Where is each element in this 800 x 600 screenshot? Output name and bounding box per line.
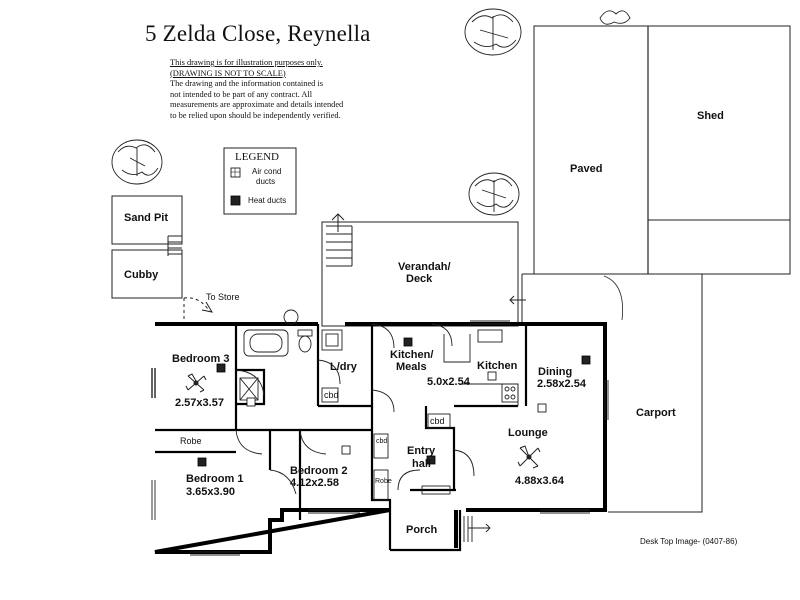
bedroom2-dim: 4.12x2.58	[290, 477, 339, 489]
heat-duct-icon	[216, 363, 226, 373]
laundry-tub-icon	[321, 329, 343, 351]
lounge-dim: 4.88x3.64	[515, 475, 564, 487]
to-store-label: To Store	[206, 292, 240, 302]
hws-icon	[283, 309, 299, 325]
dining-label: Dining	[538, 366, 573, 378]
entry-hall-label: Entry	[407, 445, 436, 457]
heat-duct-icon	[230, 195, 241, 206]
sandpit-outline	[111, 195, 183, 245]
tree-icon	[468, 172, 520, 216]
lounge-label: Lounge	[508, 427, 548, 439]
aircon-duct-icon	[230, 167, 241, 178]
kitchen-meals-dim: 5.0x2.54	[427, 376, 470, 388]
tree-icon	[111, 139, 163, 185]
cubby-label: Cubby	[124, 269, 159, 281]
aircon-duct-icon	[246, 397, 256, 407]
sandpit-label: Sand Pit	[124, 212, 169, 224]
heat-duct-icon	[581, 355, 591, 365]
paved-outline	[533, 25, 791, 275]
heat-duct-icon	[197, 457, 207, 467]
aircon-duct-icon	[537, 403, 547, 413]
entry-hall-label-2: hall	[412, 458, 431, 470]
carport-outline	[522, 273, 703, 513]
disclaimer-line: The drawing and the information containe…	[170, 79, 324, 88]
legend-aircon-label-2: ducts	[256, 177, 276, 186]
disclaimer: This drawing is for illustration purpose…	[170, 58, 343, 121]
dining-dim: 2.58x2.54	[537, 378, 586, 390]
bath-icon	[243, 329, 289, 357]
aircon-duct-icon	[341, 445, 351, 455]
heat-duct-icon	[426, 455, 436, 465]
paved-label: Paved	[570, 163, 603, 175]
legend-aircon-label: Air cond	[252, 167, 282, 176]
legend-box	[223, 147, 297, 215]
sink-icon	[477, 329, 503, 343]
heat-duct-icon	[403, 337, 413, 347]
disclaimer-line: not intended to be part of any contract.…	[170, 89, 313, 99]
kitchen-label: Kitchen	[477, 360, 518, 372]
bedroom3-label: Bedroom 3	[172, 353, 230, 365]
kitchen-meals-label-2: Meals	[396, 361, 427, 373]
cupboard-label: cbd	[324, 390, 339, 400]
ceiling-fan-icon	[517, 445, 541, 469]
robe-label: Robe	[180, 436, 202, 446]
disclaimer-line: (DRAWING IS NOT TO SCALE)	[170, 68, 286, 78]
cubby-outline	[111, 249, 183, 299]
carport-label: Carport	[636, 407, 676, 419]
disclaimer-line: This drawing is for illustration purpose…	[170, 58, 323, 67]
bedroom2-label: Bedroom 2	[290, 465, 348, 477]
verandah-label-2: Deck	[406, 273, 433, 285]
shed-outline	[647, 25, 791, 221]
disclaimer-line: measurements are approximate and details…	[170, 100, 344, 109]
bedroom1-dim: 3.65x3.90	[186, 486, 235, 498]
page-title: 5 Zelda Close, Reynella	[145, 21, 371, 46]
aircon-duct-icon	[487, 371, 497, 381]
disclaimer-line: to be relied upon should be independentl…	[170, 110, 341, 120]
ceiling-fan-icon	[185, 373, 207, 393]
shed-label: Shed	[697, 110, 724, 122]
image-credit: Desk Top Image- (0407-86)	[640, 537, 738, 546]
porch-label: Porch	[406, 524, 438, 536]
cooktop-icon	[501, 383, 519, 403]
legend-title: LEGEND	[235, 151, 279, 163]
toilet-icon	[297, 329, 313, 353]
cupboard-label-3: cbd	[376, 438, 388, 445]
laundry-label: L/dry	[330, 361, 357, 373]
tree-icon	[464, 8, 522, 56]
shrub-icon	[599, 10, 631, 25]
verandah-label: Verandah/	[398, 261, 451, 273]
bedroom1-label: Bedroom 1	[186, 473, 244, 485]
robe-label-2: Robe	[375, 478, 392, 485]
kitchen-meals-label: Kitchen/	[390, 349, 434, 361]
bedroom3-dim: 2.57x3.57	[175, 397, 224, 409]
cupboard-label-2: cbd	[430, 416, 445, 426]
legend-heat-label: Heat ducts	[248, 196, 287, 205]
